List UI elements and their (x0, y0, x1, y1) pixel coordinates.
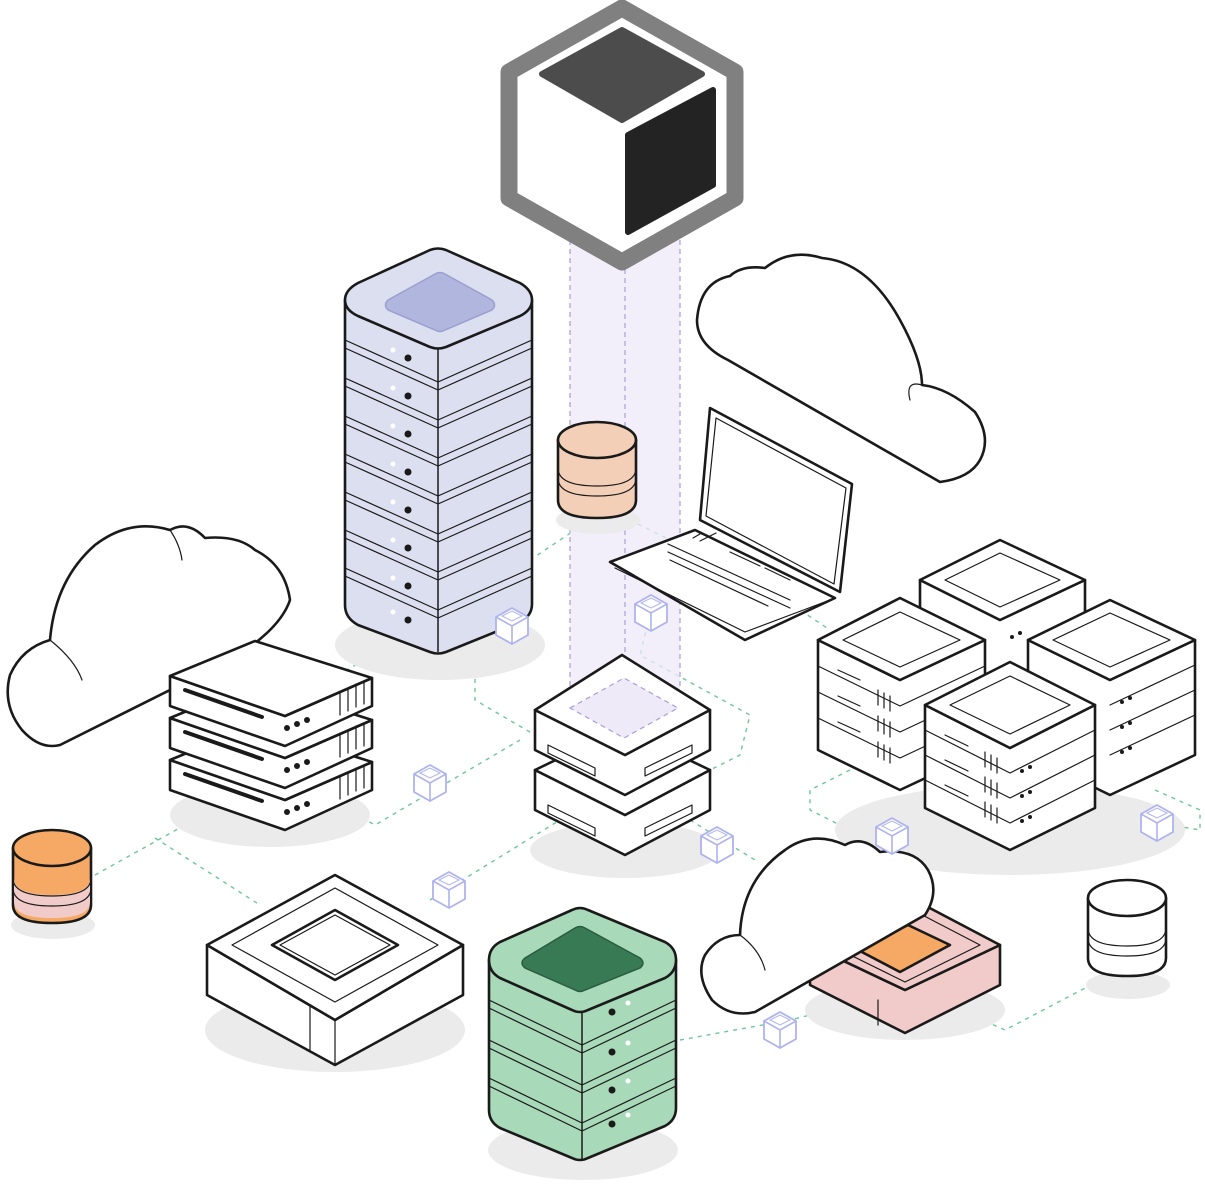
cloud-icon (700, 837, 935, 1015)
storage-box-icon (805, 893, 1005, 1040)
cloud-icon (6, 525, 292, 748)
server-stack-icon (168, 639, 374, 847)
server-rack-icon (335, 247, 545, 680)
hexagon-cube-icon (500, 0, 744, 271)
router-icon (205, 873, 465, 1072)
server-cluster-icon (816, 538, 1197, 875)
server-rack-icon (487, 906, 678, 1180)
database-icon (11, 828, 95, 939)
database-icon (556, 420, 640, 534)
database-icon (1086, 878, 1170, 999)
network-switch-icon (530, 653, 720, 878)
cloud-icon (695, 253, 987, 484)
